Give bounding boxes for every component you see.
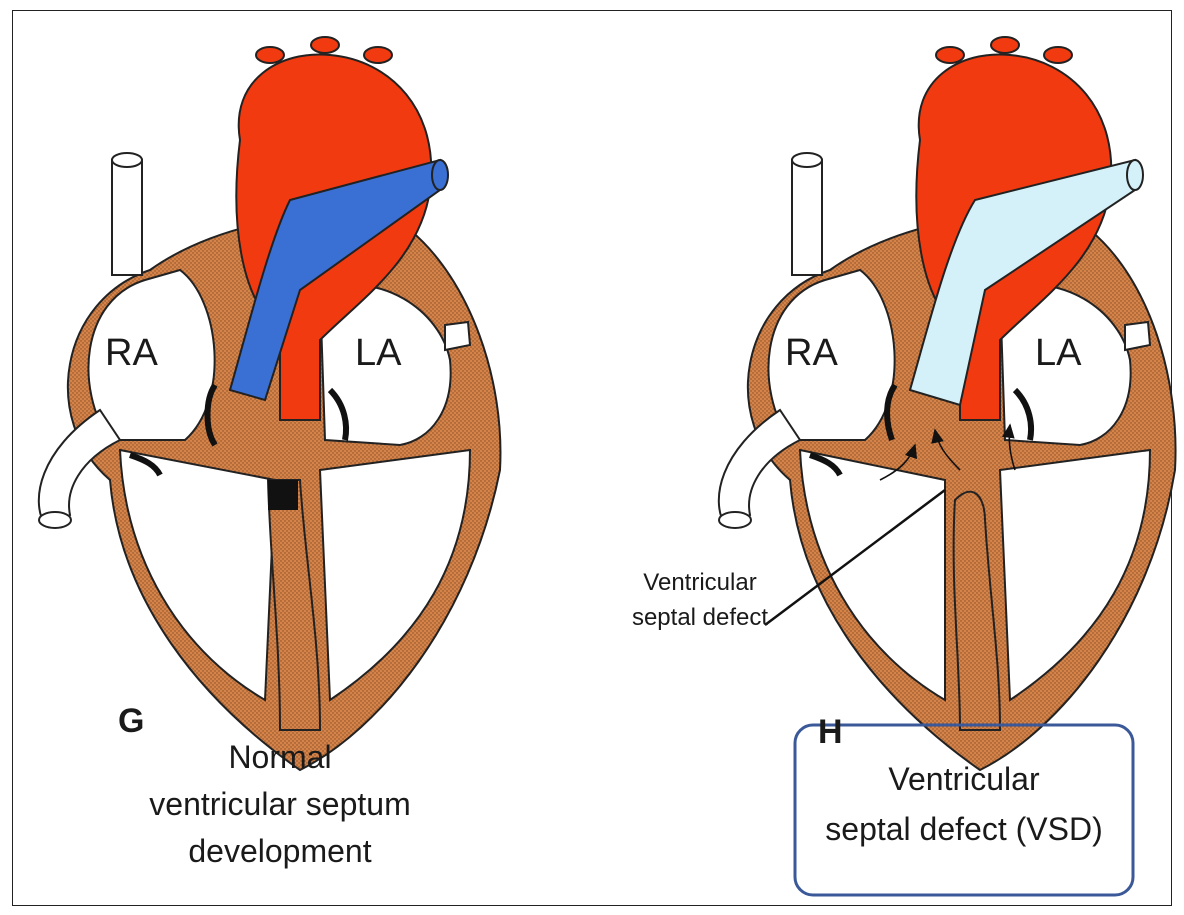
ra-label-left: RA xyxy=(105,332,158,374)
caption-right-line2: septal defect (VSD) xyxy=(825,811,1102,847)
caption-left-line2: ventricular septum xyxy=(149,786,410,822)
superior-vena-cava xyxy=(792,160,822,275)
caption-left-line3: development xyxy=(188,833,371,869)
caption-left-line1: Normal xyxy=(228,739,331,775)
panel-letter-g: G xyxy=(118,702,144,740)
vsd-annotation-line2: septal defect xyxy=(632,604,768,631)
superior-vena-cava xyxy=(112,160,142,275)
la-label-left: LA xyxy=(355,332,402,374)
la-label-right: LA xyxy=(1035,332,1082,374)
heart-vsd xyxy=(719,37,1176,770)
caption-right-line1: Ventricular xyxy=(888,761,1040,797)
ra-label-right: RA xyxy=(785,332,838,374)
vsd-annotation-line1: Ventricular xyxy=(643,569,756,596)
panel-letter-h: H xyxy=(818,713,843,751)
heart-normal xyxy=(39,37,501,770)
